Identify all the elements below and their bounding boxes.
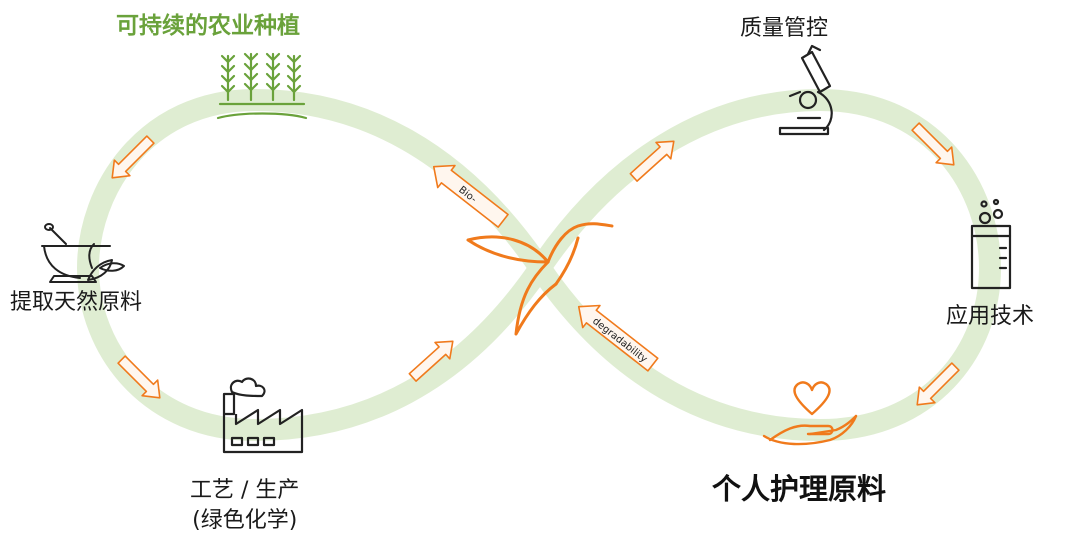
label-natural-extraction: 提取天然原料	[10, 290, 143, 315]
beaker-icon	[970, 198, 1012, 290]
label-quality-control: 质量管控	[740, 16, 829, 41]
flow-arrow-app-to-personal	[916, 362, 960, 406]
label-process-line1: 工艺 / 生产	[190, 478, 300, 503]
bio-arrow: Bio-	[432, 164, 509, 228]
label-process: 工艺 / 生产 (绿色化学)	[190, 476, 299, 536]
flow-arrow-center-to-quality	[629, 140, 675, 182]
wheat-icon	[216, 52, 308, 120]
label-application-technology: 应用技术	[946, 304, 1035, 329]
flow-arrow-agri-to-extract	[111, 135, 155, 179]
hummingbird-icon	[466, 222, 614, 336]
mortar-leaf-icon	[41, 223, 125, 283]
factory-icon	[222, 377, 304, 454]
flow-arrow-quality-to-app	[911, 122, 955, 166]
heart-hand-icon	[762, 381, 858, 446]
infinity-loop	[77, 89, 1001, 441]
microscope-icon	[778, 44, 833, 136]
flow-arrow-extract-to-process	[117, 355, 161, 399]
label-process-line2: (绿色化学)	[192, 508, 298, 533]
label-personal-care-ingredients: 个人护理原料	[712, 472, 887, 506]
label-sustainable-agriculture: 可持续的农业种植	[116, 13, 300, 39]
flow-arrows	[111, 122, 960, 406]
flow-arrow-process-to-center	[408, 340, 454, 382]
